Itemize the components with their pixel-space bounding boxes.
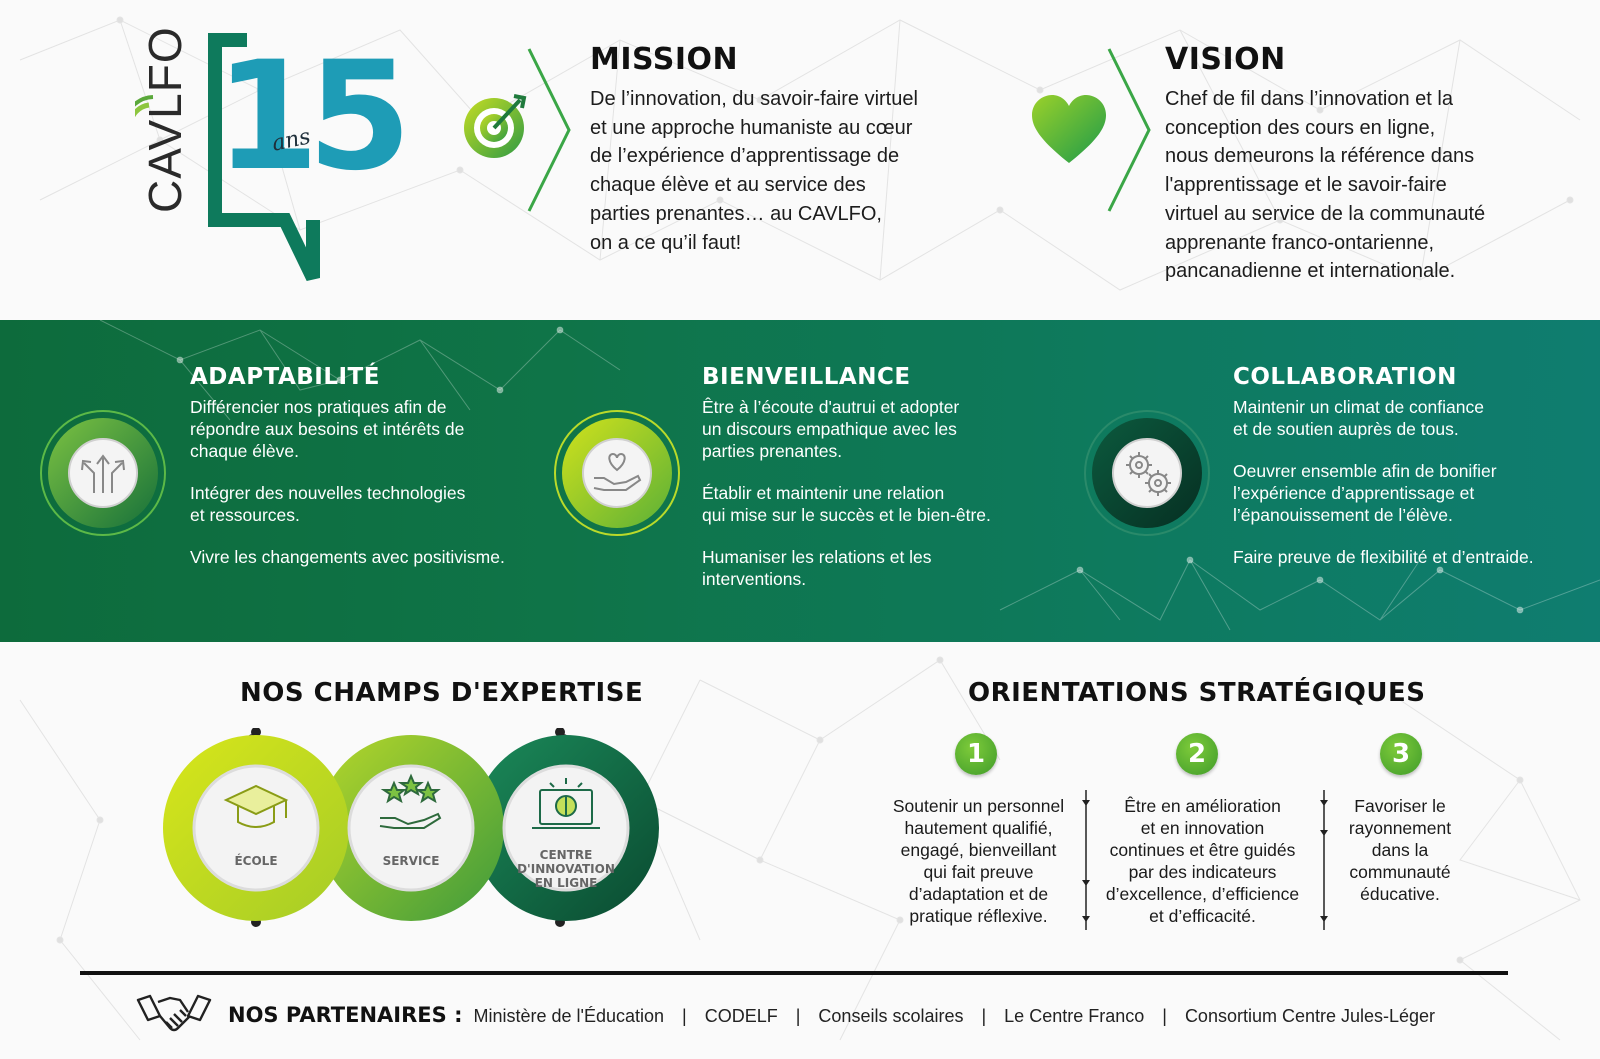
partner-separator: | bbox=[981, 1006, 987, 1026]
values-band: ADAPTABILITÉ Différencier nos pratiques … bbox=[0, 320, 1600, 642]
bienveillance-badge bbox=[554, 410, 680, 536]
mission-text: De l’innovation, du savoir-faire virtuel… bbox=[590, 88, 918, 254]
hand-heart-icon bbox=[593, 452, 642, 491]
partners-divider bbox=[80, 971, 1508, 975]
expertise-label-centre: CENTRE D'INNOVATION EN LIGNE bbox=[517, 848, 615, 890]
gears-icon bbox=[1126, 452, 1171, 496]
partner-item: Conseils scolaires bbox=[818, 1006, 964, 1026]
mission-title: MISSION bbox=[590, 42, 739, 77]
arrows-split-icon bbox=[81, 454, 125, 493]
heart-icon bbox=[1032, 95, 1106, 163]
expertise-rings bbox=[163, 728, 659, 927]
graduation-cap-icon bbox=[223, 784, 289, 828]
logo-frame-shape bbox=[135, 33, 320, 282]
expertise-label-ecole: ÉCOLE bbox=[234, 854, 278, 868]
orientation-number-1: 1 bbox=[955, 733, 997, 775]
partner-separator: | bbox=[682, 1006, 687, 1026]
collaboration-badge bbox=[1084, 410, 1210, 536]
partner-item: Le Centre Franco bbox=[1004, 1006, 1145, 1026]
value-title-collaboration: COLLABORATION bbox=[1233, 364, 1457, 390]
expertise-label-service: SERVICE bbox=[382, 854, 440, 868]
orientation-number-3: 3 bbox=[1380, 733, 1422, 775]
partner-separator: | bbox=[1162, 1006, 1167, 1026]
value-text-collaboration: Maintenir un climat de confiance et de s… bbox=[1233, 397, 1534, 567]
laptop-brain-icon bbox=[532, 778, 600, 829]
band-network-pattern bbox=[99, 320, 1600, 631]
target-icon bbox=[464, 94, 527, 158]
expertise-title: NOS CHAMPS D'EXPERTISE bbox=[240, 678, 644, 708]
partner-item: Consortium Centre Jules-Léger bbox=[1184, 1006, 1436, 1026]
handshake-icon bbox=[136, 994, 212, 1032]
orientation-text-1: Soutenir un personnel hautement qualifié… bbox=[892, 796, 1065, 926]
value-title-bienveillance: BIENVEILLANCE bbox=[702, 364, 911, 390]
partner-separator: | bbox=[795, 1006, 801, 1026]
value-text-bienveillance: Être à l’écoute d'autrui et adopter un d… bbox=[702, 397, 991, 589]
partners-list: NOS PARTENAIRES : Ministère de l'Éducati… bbox=[228, 1003, 1435, 1027]
orientation-divider-1 bbox=[1082, 790, 1090, 930]
vision-title: VISION bbox=[1165, 42, 1286, 77]
mission-chevron bbox=[527, 48, 571, 212]
orientations-title: ORIENTATIONS STRATÉGIQUES bbox=[968, 678, 1426, 708]
hand-stars-icon bbox=[379, 773, 442, 829]
partner-item: CODELF bbox=[704, 1006, 778, 1026]
orientation-number-2: 2 bbox=[1176, 733, 1218, 775]
value-title-adaptabilite: ADAPTABILITÉ bbox=[190, 364, 380, 390]
logo-wordmark: CAVLFO bbox=[139, 26, 191, 213]
value-text-adaptabilite: Différencier nos pratiques afin de répon… bbox=[190, 397, 505, 567]
orientation-divider-2 bbox=[1320, 790, 1328, 930]
logo-anniversary-number: 15 bbox=[215, 30, 412, 204]
partner-item: Ministère de l'Éducation bbox=[473, 1006, 665, 1026]
partners-label: NOS PARTENAIRES : bbox=[228, 1003, 463, 1027]
orientation-text-2: Être en amélioration et en innovation co… bbox=[1105, 796, 1300, 926]
adaptabilite-badge bbox=[40, 410, 166, 536]
orientation-text-3: Favoriser le rayonnement dans la communa… bbox=[1348, 796, 1452, 904]
vision-chevron bbox=[1107, 48, 1151, 212]
vision-text: Chef de fil dans l’innovation et la conc… bbox=[1165, 88, 1486, 283]
